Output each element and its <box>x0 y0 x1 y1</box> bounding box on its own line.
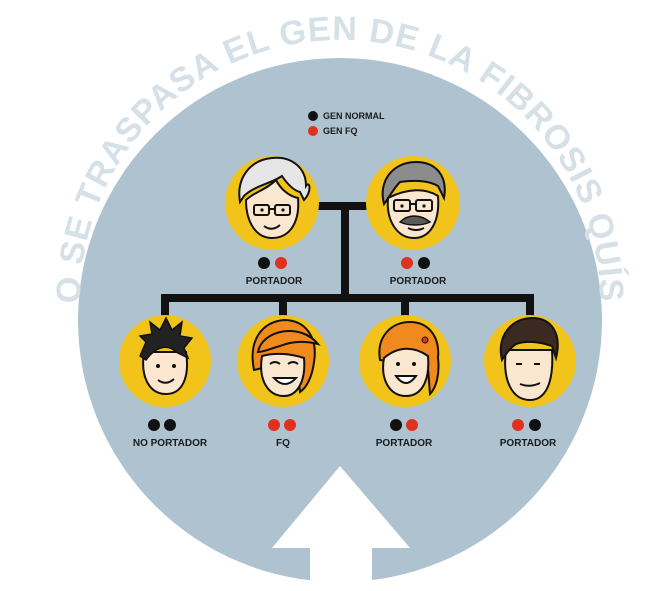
eye-left <box>269 361 281 365</box>
gene-dot <box>401 257 413 269</box>
gene-dot <box>148 419 160 431</box>
child-girl-pigtails: PORTADOR <box>359 315 451 449</box>
mouth <box>271 377 299 385</box>
background-circle <box>78 58 602 582</box>
status-label: PORTADOR <box>500 438 557 449</box>
parent-grandfather: PORTADOR <box>366 156 460 287</box>
gene-dot <box>275 257 287 269</box>
gene-dot <box>418 257 430 269</box>
eye-left <box>396 362 400 366</box>
mouth <box>263 224 281 230</box>
hair-icon <box>381 160 446 207</box>
parent-grandmother: PORTADOR <box>225 156 319 287</box>
eye-right <box>172 364 176 368</box>
mouth <box>407 227 425 231</box>
hair-icon <box>138 316 194 362</box>
gene-dot <box>406 419 418 431</box>
up-arrow-icon <box>272 466 410 591</box>
face-icon <box>382 347 430 398</box>
status-label: FQ <box>276 438 290 449</box>
legend-fq-dot <box>308 126 318 136</box>
eye-left <box>400 204 404 208</box>
glasses-lens-right <box>415 199 433 212</box>
status-label: NO PORTADOR <box>133 438 208 449</box>
legend-normal-dot <box>308 111 318 121</box>
eye-right <box>287 361 299 365</box>
face-icon <box>142 351 188 396</box>
hair-clip-icon <box>421 336 429 344</box>
gene-dot <box>268 419 280 431</box>
status-label: PORTADOR <box>376 438 433 449</box>
legend-normal-label: GEN NORMAL <box>323 111 385 121</box>
status-label: PORTADOR <box>246 276 303 287</box>
face-icon <box>260 352 306 398</box>
hair-icon <box>256 329 321 354</box>
eye-left <box>260 208 264 212</box>
gene-dot <box>284 419 296 431</box>
child-young-man: PORTADOR <box>484 315 576 449</box>
face-icon <box>504 349 554 402</box>
glasses-icon <box>393 199 411 212</box>
eye-left <box>156 364 160 368</box>
gene-dot <box>529 419 541 431</box>
legend-fq-label: GEN FQ <box>323 126 358 136</box>
child-girl-orange: FQ <box>237 315 329 449</box>
hair-icon <box>499 316 559 363</box>
eye-right <box>422 204 426 208</box>
eye-right <box>412 362 416 366</box>
child-boy-spiky: NO PORTADOR <box>119 315 211 449</box>
legend: GEN NORMAL GEN FQ <box>308 111 385 136</box>
gene-dot <box>512 419 524 431</box>
eye-right <box>281 208 285 212</box>
mouth <box>157 378 175 384</box>
status-label: PORTADOR <box>390 276 447 287</box>
gene-dot <box>164 419 176 431</box>
gene-dot <box>390 419 402 431</box>
face-icon <box>386 189 440 240</box>
gene-dot <box>258 257 270 269</box>
moustache-icon <box>398 215 432 226</box>
mouth <box>519 382 541 387</box>
mouth <box>394 375 418 384</box>
